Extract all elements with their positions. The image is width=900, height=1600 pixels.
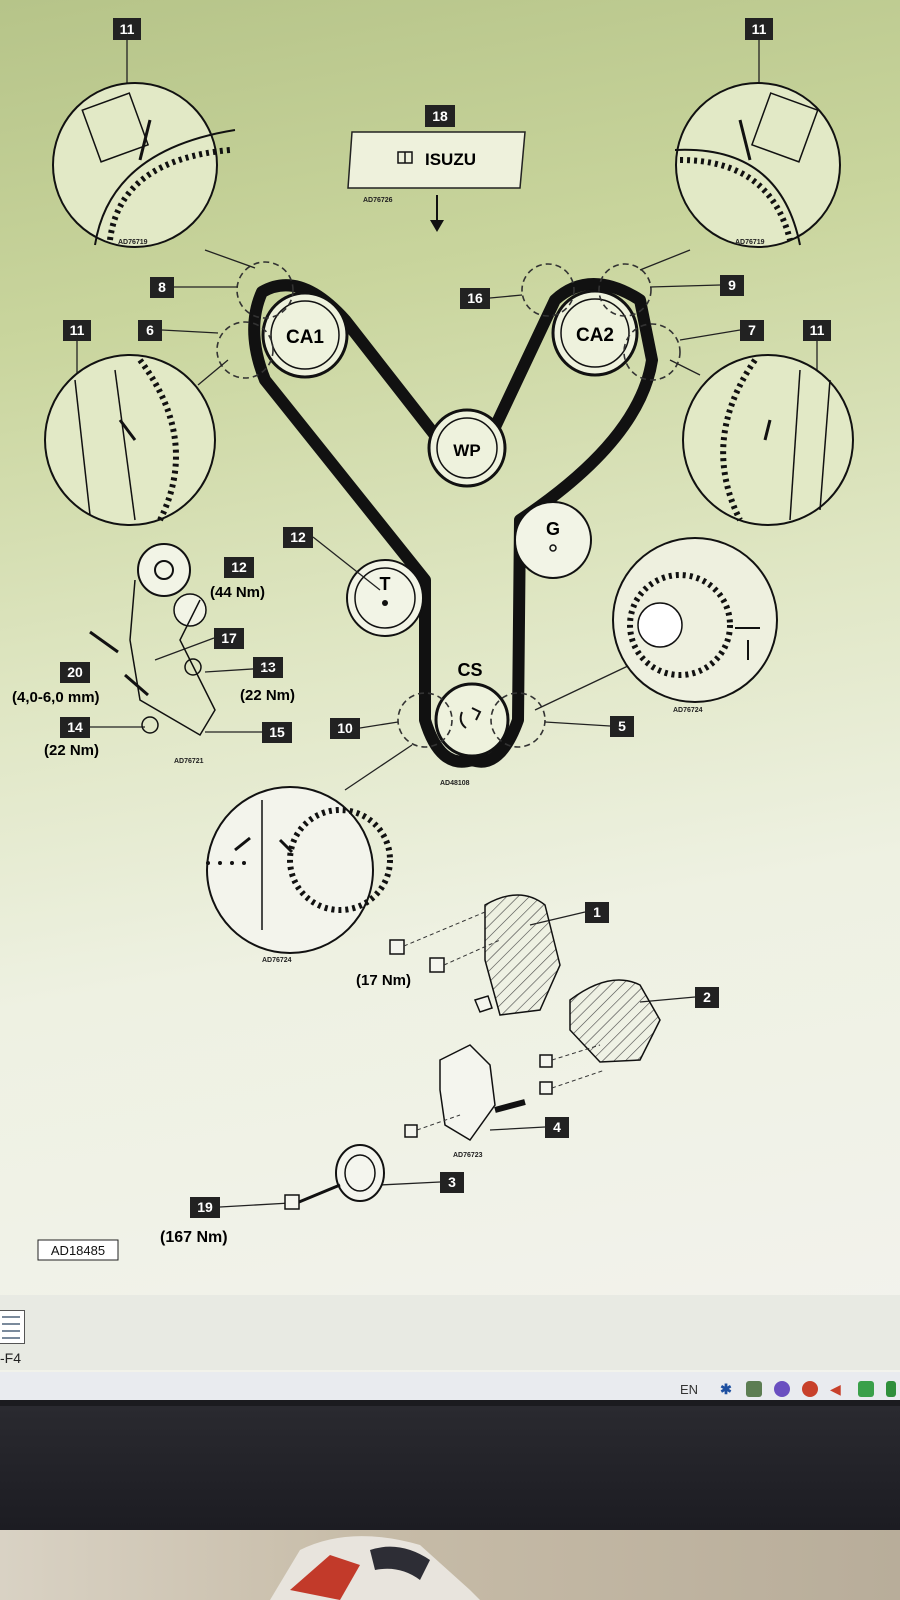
isuzu-front-label: ISUZU AD76726 bbox=[347, 131, 526, 232]
svg-text:WP: WP bbox=[453, 441, 480, 460]
svg-text:AD76719: AD76719 bbox=[118, 239, 148, 246]
detail-bottom-crank: AD76724 bbox=[206, 786, 393, 964]
tensioner-pulley-t: T bbox=[346, 559, 424, 637]
svg-text:(22 Nm): (22 Nm) bbox=[240, 687, 295, 704]
timing-belt-diagram: CA1 CA2 WP G T CS bbox=[12, 18, 854, 1261]
figure-reference-box: AD18485 bbox=[37, 1239, 119, 1261]
callout-boxes: 11 11 18 8 16 9 11 6 7 11 12 12 17 20 13… bbox=[60, 18, 831, 1218]
svg-text:AD18485: AD18485 bbox=[51, 1243, 105, 1258]
svg-text:3: 3 bbox=[448, 1174, 456, 1190]
network-icon[interactable] bbox=[746, 1381, 762, 1397]
svg-text:8: 8 bbox=[158, 279, 166, 295]
tray-app-icon[interactable] bbox=[858, 1381, 874, 1397]
system-tray: EN ✱ ◀ bbox=[680, 1381, 896, 1397]
volume-icon[interactable]: ◀ bbox=[830, 1381, 841, 1397]
svg-text:CA1: CA1 bbox=[286, 327, 324, 348]
svg-text:AD76724: AD76724 bbox=[262, 957, 292, 964]
timing-mark-circles bbox=[216, 261, 681, 748]
tensioner-assembly: AD76721 bbox=[89, 543, 216, 765]
svg-text:6: 6 bbox=[146, 322, 154, 338]
app-icon[interactable] bbox=[802, 1381, 818, 1397]
language-indicator[interactable]: EN bbox=[679, 1381, 698, 1397]
svg-text:18: 18 bbox=[432, 108, 448, 124]
chat-icon[interactable] bbox=[774, 1381, 790, 1397]
svg-text:10: 10 bbox=[337, 720, 353, 736]
tray-icon[interactable] bbox=[886, 1381, 896, 1397]
svg-text:16: 16 bbox=[467, 290, 483, 306]
camshaft-pulley-ca2: CA2 bbox=[551, 289, 639, 377]
svg-text:14: 14 bbox=[67, 719, 83, 735]
svg-text:12: 12 bbox=[231, 559, 247, 575]
svg-text:AD76719: AD76719 bbox=[735, 239, 765, 246]
detail-top-right: AD76719 bbox=[674, 82, 841, 248]
svg-text:AD76724: AD76724 bbox=[673, 707, 703, 714]
svg-text:AD76721: AD76721 bbox=[174, 758, 204, 765]
svg-text:11: 11 bbox=[120, 21, 135, 37]
svg-text:AD76723: AD76723 bbox=[453, 1152, 483, 1159]
svg-text:12: 12 bbox=[290, 529, 306, 545]
svg-text:9: 9 bbox=[728, 277, 736, 293]
timing-belt bbox=[248, 278, 658, 768]
svg-text:AD48108: AD48108 bbox=[440, 780, 470, 787]
svg-text:1: 1 bbox=[593, 904, 601, 920]
svg-text:7: 7 bbox=[748, 322, 756, 338]
monitor-screen: CA1 CA2 WP G T CS bbox=[0, 0, 900, 1400]
leader-lines bbox=[76, 40, 818, 1208]
detail-top-left: AD76719 bbox=[52, 82, 236, 248]
svg-text:G: G bbox=[546, 519, 560, 539]
taskbar: EN ✱ ◀ bbox=[0, 1372, 900, 1400]
svg-text:(4,0-6,0 mm): (4,0-6,0 mm) bbox=[12, 689, 100, 706]
water-pump-pulley: WP bbox=[427, 408, 507, 488]
svg-text:13: 13 bbox=[260, 659, 276, 675]
svg-text:2: 2 bbox=[703, 989, 711, 1005]
monitor-bezel bbox=[0, 1406, 900, 1530]
svg-text:(167 Nm): (167 Nm) bbox=[160, 1229, 228, 1246]
svg-text:11: 11 bbox=[810, 322, 825, 338]
svg-text:CS: CS bbox=[457, 660, 482, 680]
detail-mid-left bbox=[44, 354, 216, 526]
svg-text:17: 17 bbox=[221, 630, 237, 646]
exploded-cover-parts: AD76723 bbox=[284, 894, 661, 1210]
svg-text:CA2: CA2 bbox=[576, 325, 614, 346]
svg-text:(17 Nm): (17 Nm) bbox=[356, 972, 411, 989]
camshaft-pulley-ca1: CA1 bbox=[261, 291, 349, 379]
sticker-decoration bbox=[270, 1536, 480, 1600]
detail-right-crank: AD76724 bbox=[612, 537, 778, 714]
detail-mid-right bbox=[682, 354, 854, 526]
svg-text:4: 4 bbox=[553, 1119, 561, 1135]
crankshaft-pulley-cs: CS bbox=[434, 660, 510, 758]
svg-text:5: 5 bbox=[618, 718, 626, 734]
svg-text:11: 11 bbox=[752, 21, 767, 37]
viewer-toolbar-area bbox=[0, 1295, 900, 1370]
svg-text:(44 Nm): (44 Nm) bbox=[210, 584, 265, 601]
svg-text:ISUZU: ISUZU bbox=[425, 150, 476, 169]
svg-text:19: 19 bbox=[197, 1199, 213, 1215]
guide-pulley-g: G bbox=[514, 501, 592, 579]
svg-text:T: T bbox=[380, 574, 391, 594]
file-label: -F4 bbox=[0, 1350, 21, 1366]
svg-text:20: 20 bbox=[67, 664, 83, 680]
svg-text:11: 11 bbox=[70, 322, 85, 338]
svg-text:AD76726: AD76726 bbox=[363, 197, 393, 204]
svg-text:(22 Nm): (22 Nm) bbox=[44, 742, 99, 759]
bluetooth-icon[interactable]: ✱ bbox=[720, 1381, 732, 1397]
file-icon[interactable] bbox=[0, 1310, 25, 1344]
svg-text:15: 15 bbox=[269, 724, 285, 740]
